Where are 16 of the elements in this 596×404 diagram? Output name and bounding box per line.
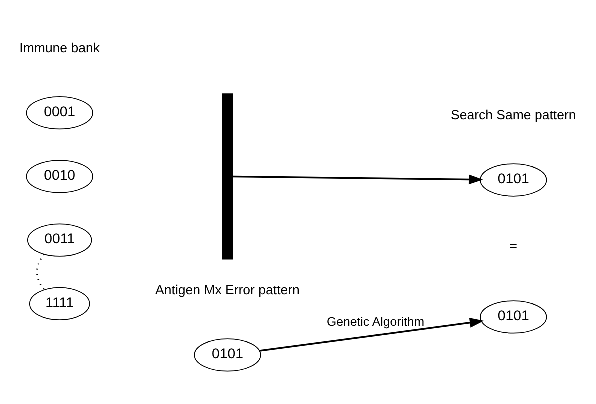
- node-ellipse: 0101: [194, 338, 262, 372]
- connector: [36, 254, 45, 290]
- node-bracket: [222, 93, 234, 260]
- node-ellipse: 0101: [480, 163, 548, 196]
- node-ellipse: 0011: [27, 223, 92, 256]
- arrow: [260, 318, 484, 352]
- edge-label: Genetic Algorithm: [326, 314, 425, 329]
- node-label: Antigen Mx Error pattern: [156, 282, 300, 298]
- arrow: [232, 174, 484, 184]
- node-ellipse: 0101: [480, 300, 548, 334]
- node-ellipse: 1111: [29, 286, 90, 320]
- label: =: [510, 238, 518, 253]
- node-ellipse: 0001: [26, 96, 94, 130]
- node-ellipse: 0010: [26, 160, 94, 193]
- label: Immune bank: [20, 40, 100, 56]
- label: Search Same pattern: [451, 107, 576, 122]
